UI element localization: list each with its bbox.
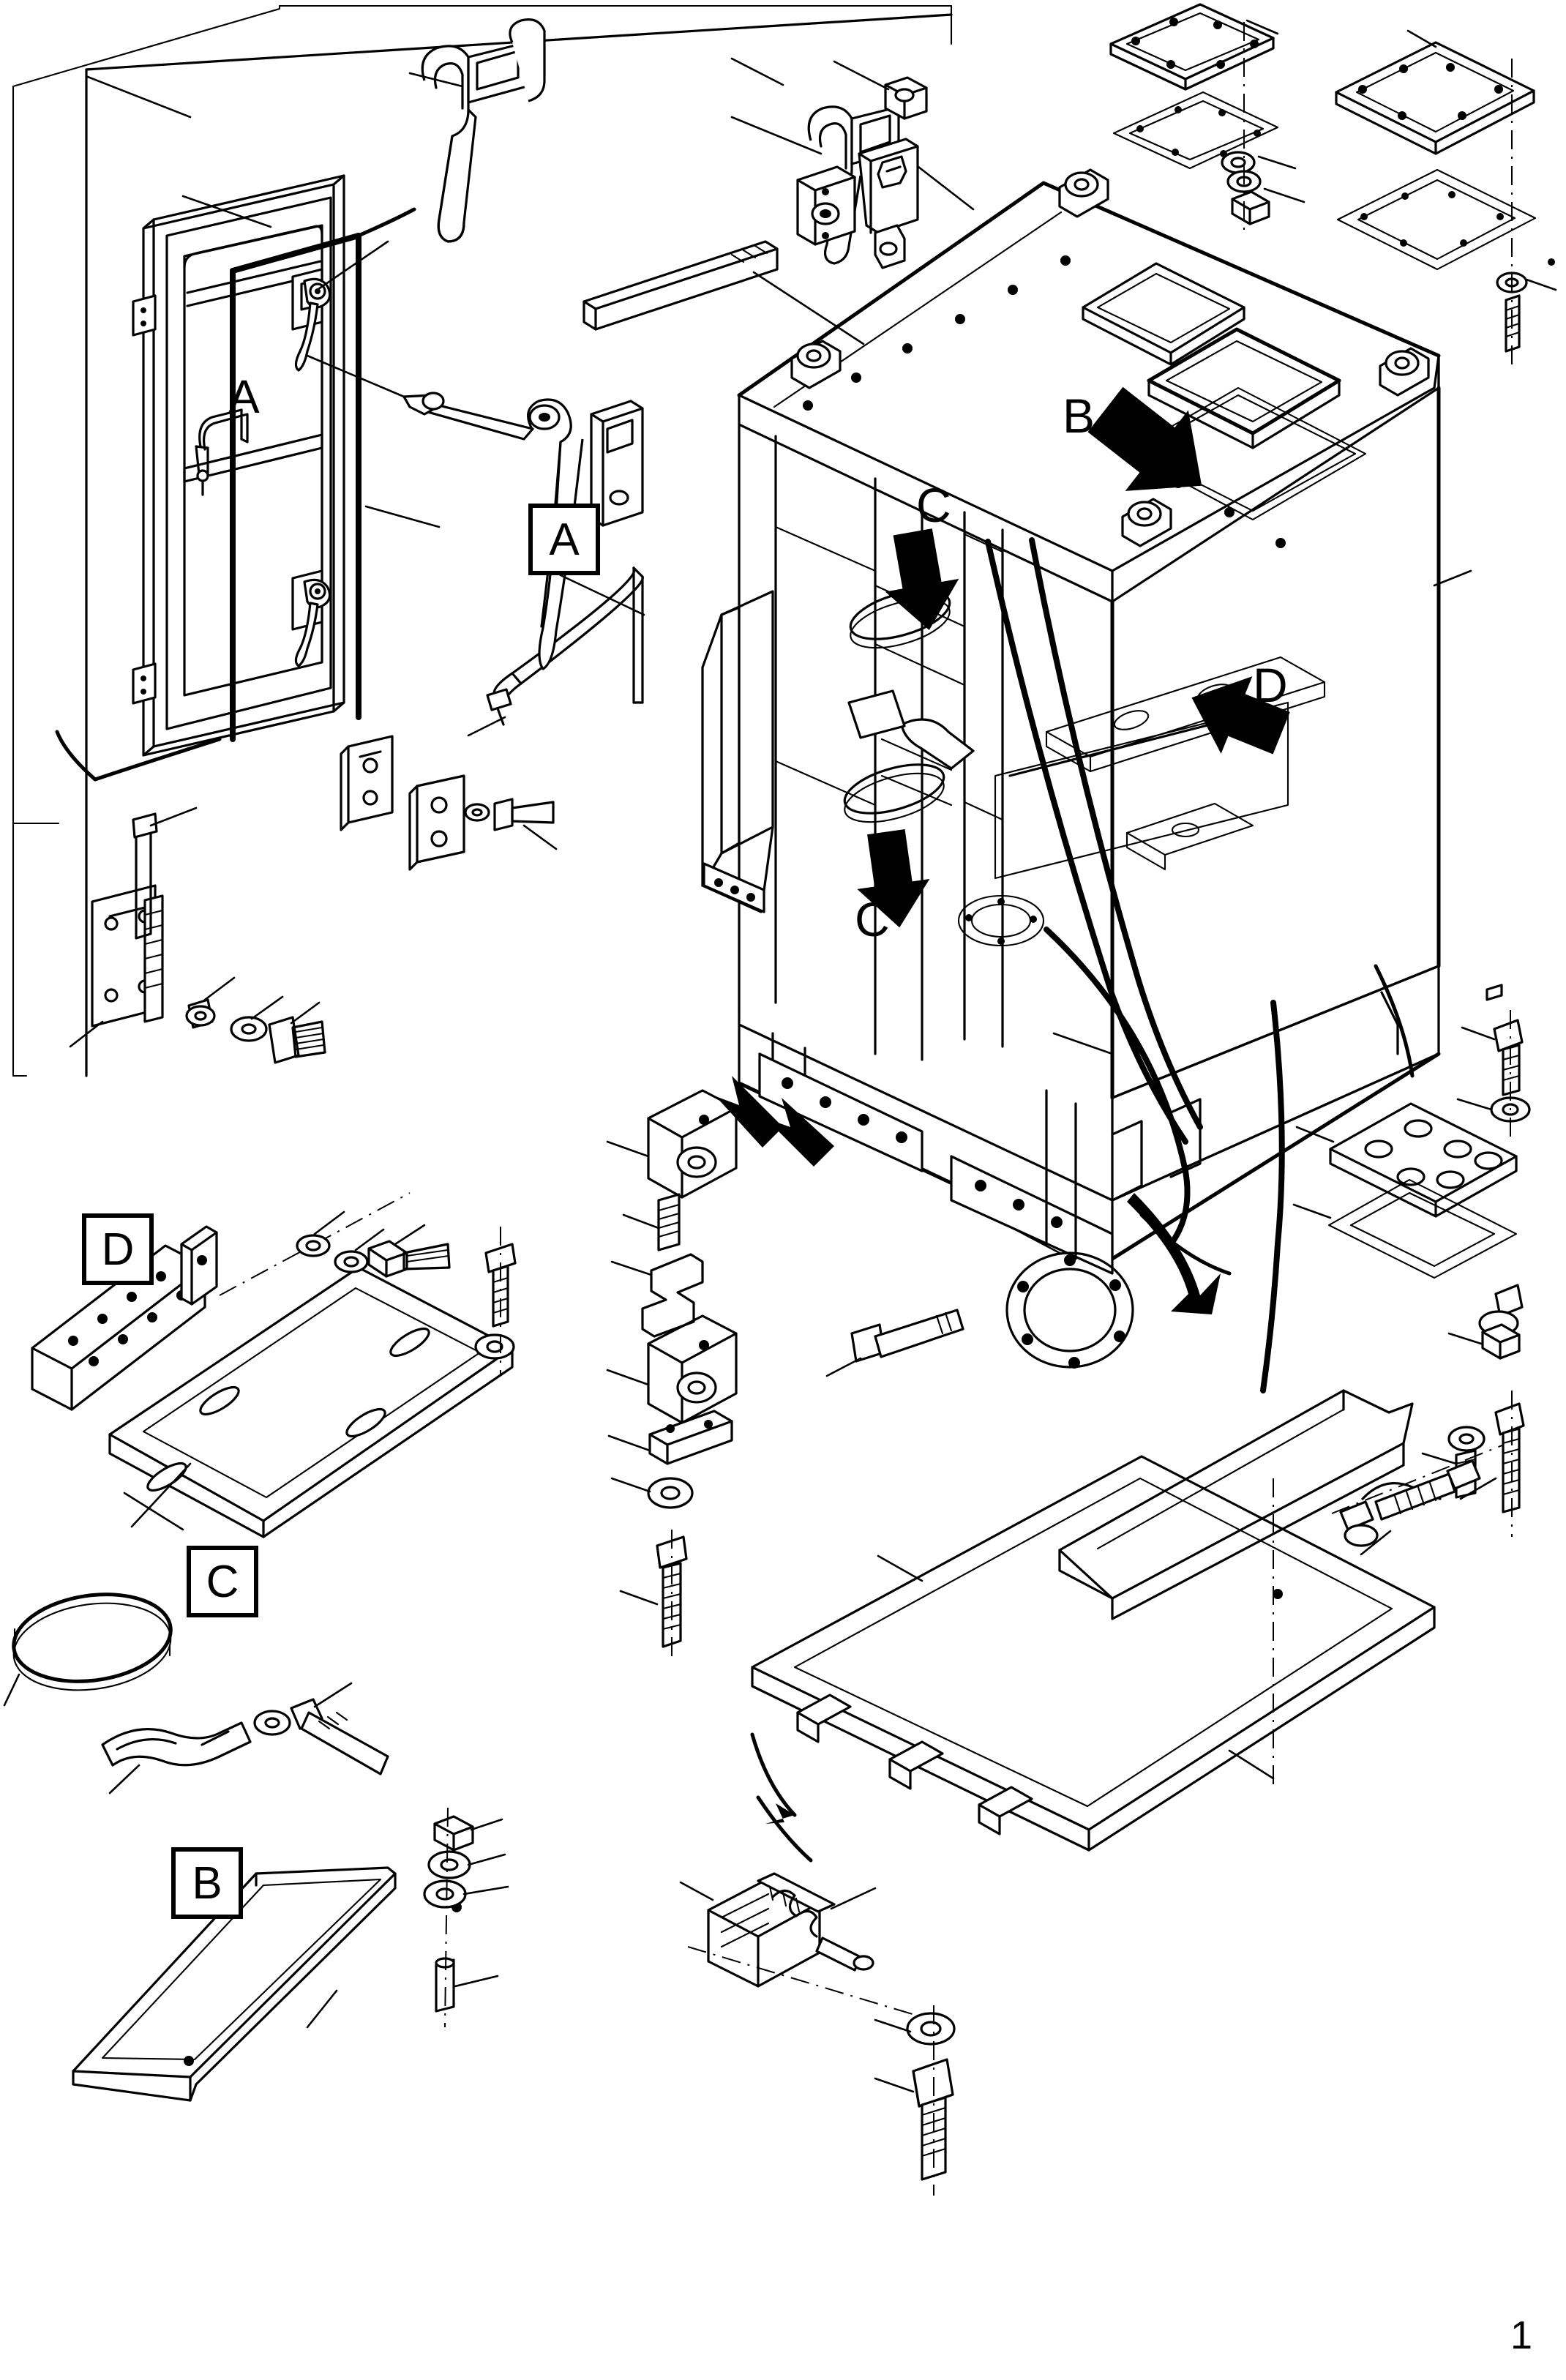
main-cabinet-group: [701, 168, 1472, 1393]
detail-callout-A-letter: A: [549, 514, 580, 565]
mounting-bracket-in-place: [1125, 802, 1254, 871]
lifting-eye-front-left: [790, 340, 842, 389]
arrow-callout-C-bottom-label: C: [855, 892, 890, 946]
lifting-eye-front-right: [1121, 498, 1172, 547]
bottom-hinge-group: [679, 1872, 956, 2196]
latch-handle-group: [306, 18, 975, 670]
lifting-eye-rear-left: [1058, 168, 1109, 218]
arrow-callout-D-label: D: [1253, 658, 1288, 712]
multi-hole-cover-group: [1292, 1010, 1531, 1279]
detail-B-group: [72, 1807, 509, 2102]
base-plate-group: [750, 1389, 1436, 1852]
pivot-block-group: [606, 1089, 738, 1661]
page-number: 1: [1510, 2313, 1533, 2357]
door-panel-letter-A: A: [228, 370, 260, 423]
detail-D-group: [31, 1192, 517, 1538]
arrow-callout-B-label: B: [1063, 389, 1095, 443]
detail-callout-A[interactable]: A: [528, 504, 600, 575]
detail-callout-B-letter: B: [192, 1857, 222, 1909]
detail-callout-B[interactable]: B: [171, 1847, 243, 1919]
roof-hatch-frame-rear: [1082, 262, 1245, 366]
hinge-assembly: [69, 807, 198, 1048]
access-cover-group: [1109, 3, 1557, 366]
detail-callout-D-letter: D: [101, 1224, 135, 1275]
detail-callout-C[interactable]: C: [187, 1546, 258, 1617]
lifting-eye-rear-right: [1379, 347, 1430, 397]
flange-gasket-group: [825, 1225, 1134, 1377]
circular-flange-in-place: [957, 894, 1045, 947]
detail-callout-D[interactable]: D: [82, 1213, 154, 1285]
hinge-hardware: [185, 976, 326, 1064]
arrow-callout-C-top-label: C: [916, 478, 951, 532]
roof-hatch-gasket: [1125, 386, 1367, 521]
main-cabinet-move-arrows: [716, 1076, 1221, 1314]
detail-C-group: [3, 1593, 389, 1795]
right-hardware-column: [1331, 984, 1525, 1556]
door-assembly-group: [55, 13, 953, 1077]
detail-A-region-frame: [12, 4, 953, 1077]
detail-callout-C-letter: C: [206, 1556, 239, 1607]
